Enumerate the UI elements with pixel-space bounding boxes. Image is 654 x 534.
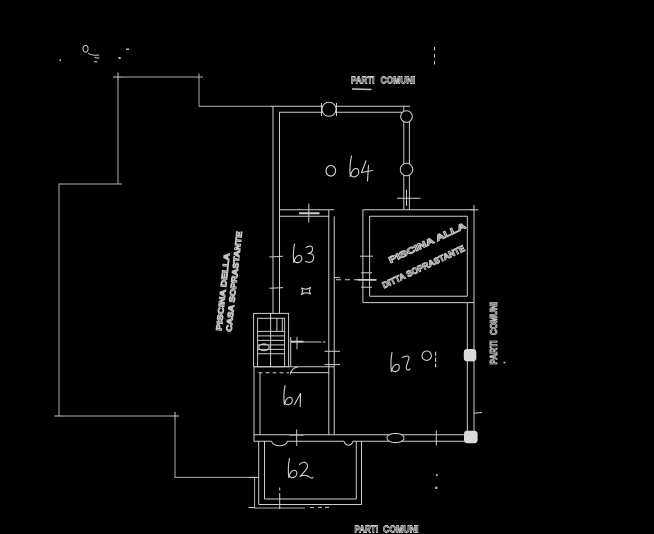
svg-text:COMUNI: COMUNI [381,75,416,87]
svg-text:PARTI: PARTI [489,340,500,364]
svg-text:PARTI: PARTI [351,75,375,87]
svg-text:PARTI: PARTI [355,524,379,534]
svg-text:COMUNI: COMUNI [383,524,419,534]
svg-text:COMUNI: COMUNI [489,302,500,335]
